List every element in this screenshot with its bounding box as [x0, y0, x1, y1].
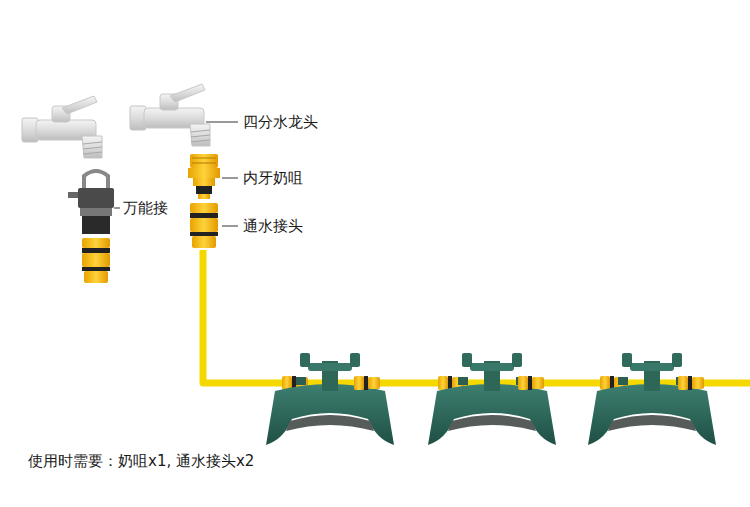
part-label: 通水接头 — [243, 217, 303, 235]
leader-lines — [114, 122, 238, 226]
part-label: 万能接 — [123, 199, 168, 217]
usage-note: 使用时需要：奶咀x1, 通水接头x2 — [28, 452, 254, 470]
quick-connector-left — [82, 238, 110, 283]
threaded-nipple — [188, 154, 220, 199]
quick-connector — [190, 203, 218, 248]
faucet-right — [130, 84, 210, 146]
faucet-left — [22, 96, 102, 158]
universal-adapter — [68, 171, 114, 234]
sprinklers — [266, 353, 716, 445]
part-label: 内牙奶咀 — [243, 169, 303, 187]
part-label: 四分水龙头 — [243, 113, 318, 131]
